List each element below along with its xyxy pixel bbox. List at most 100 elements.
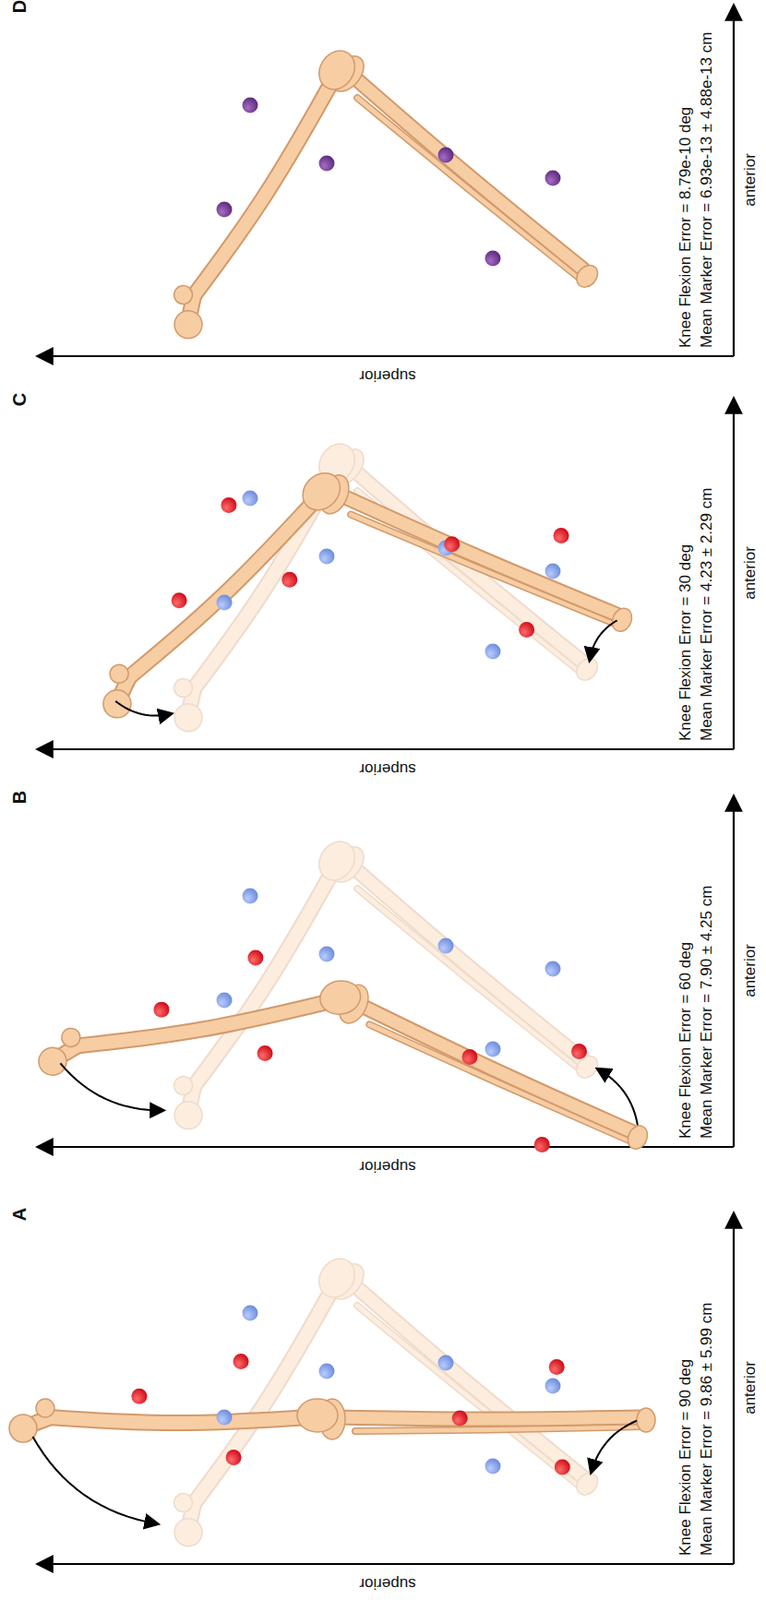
tibia-bone bbox=[314, 470, 640, 642]
model-marker bbox=[171, 592, 188, 609]
estimated-leg-pose bbox=[86, 465, 639, 724]
malleolus bbox=[572, 654, 602, 685]
fibula-outline bbox=[350, 510, 615, 628]
motion-arrow bbox=[115, 701, 171, 717]
tibia-outline bbox=[355, 1003, 633, 1134]
model-marker bbox=[461, 1049, 478, 1066]
fibula-outline bbox=[357, 94, 579, 281]
femur-bone bbox=[86, 465, 355, 724]
femur-outline bbox=[128, 498, 322, 683]
tibia-outline bbox=[348, 1281, 584, 1480]
model-marker bbox=[549, 1359, 565, 1376]
axis-label: superior bbox=[359, 759, 416, 778]
true-marker bbox=[438, 938, 455, 955]
greater-trochanter bbox=[170, 282, 197, 309]
panel-letter: B bbox=[9, 790, 30, 804]
panel-letter: C bbox=[9, 393, 30, 407]
error-label: Mean Marker Error = 4.23 ± 2.29 cm bbox=[697, 488, 717, 742]
error-label: Knee Flexion Error = 60 deg bbox=[676, 942, 695, 1139]
model-marker bbox=[571, 1043, 587, 1060]
matched-marker bbox=[319, 155, 336, 172]
femoral-condyle bbox=[295, 465, 348, 517]
tibia-outline bbox=[335, 493, 617, 617]
estimated-leg-pose bbox=[9, 1399, 656, 1443]
matched-marker bbox=[438, 147, 455, 164]
femoral-condyle bbox=[311, 835, 362, 887]
error-label: Knee Flexion Error = 8.79e-10 deg bbox=[676, 107, 695, 348]
greater-trochanter bbox=[170, 675, 197, 702]
axis-label: superior bbox=[359, 1574, 416, 1593]
axis-label: superior bbox=[359, 1157, 416, 1176]
panel-letter: D bbox=[9, 0, 30, 13]
greater-trochanter bbox=[59, 1027, 82, 1049]
femur-shaft bbox=[192, 77, 339, 300]
greater-trochanter bbox=[170, 1073, 197, 1100]
panel bbox=[34, 797, 734, 1160]
tibia-shaft bbox=[335, 493, 617, 617]
true-marker bbox=[485, 1459, 502, 1475]
model-marker bbox=[518, 622, 535, 638]
anterior-axis bbox=[732, 6, 735, 357]
femur-shaft bbox=[48, 1417, 311, 1424]
femur-bone bbox=[155, 1252, 371, 1553]
fibula-outline bbox=[357, 885, 579, 1072]
anterior-axis bbox=[732, 797, 735, 1148]
model-marker bbox=[220, 497, 237, 514]
femoral-condyle bbox=[297, 1399, 338, 1433]
true-marker bbox=[216, 993, 233, 1009]
tibia-bone bbox=[324, 1257, 609, 1506]
model-marker bbox=[452, 1410, 468, 1426]
true-marker bbox=[242, 490, 259, 507]
femoral-head bbox=[168, 1513, 207, 1552]
femur-outline bbox=[192, 1285, 339, 1509]
tibia-shaft bbox=[334, 1417, 639, 1420]
fibula-outline bbox=[357, 1302, 579, 1489]
model-marker bbox=[554, 1459, 571, 1475]
panel bbox=[38, 6, 734, 357]
true-marker bbox=[319, 946, 336, 963]
femur-shaft bbox=[76, 1000, 336, 1052]
femoral-head bbox=[36, 1045, 70, 1078]
greater-trochanter bbox=[170, 1490, 197, 1517]
femoral-head bbox=[168, 698, 207, 737]
true-marker bbox=[438, 1355, 455, 1372]
anterior-axis bbox=[732, 399, 735, 750]
tibia-bone bbox=[324, 49, 609, 298]
femur-outline bbox=[192, 77, 339, 300]
superior-axis bbox=[38, 1563, 734, 1566]
true-marker bbox=[242, 888, 259, 905]
tibia-shaft bbox=[355, 1003, 633, 1134]
fibula-shaft bbox=[357, 94, 579, 281]
true-marker bbox=[216, 1410, 233, 1426]
fibula-shaft bbox=[355, 1426, 641, 1432]
axis-label: superior bbox=[359, 366, 416, 385]
femoral-condyle bbox=[311, 44, 362, 96]
malleolus bbox=[609, 605, 636, 635]
greater-trochanter bbox=[106, 660, 132, 687]
motion-arrow bbox=[598, 1069, 638, 1126]
model-marker bbox=[247, 949, 264, 966]
femur-outline bbox=[48, 1417, 311, 1424]
true-marker bbox=[319, 549, 336, 565]
error-label: Mean Marker Error = 7.90 ± 4.25 cm bbox=[697, 885, 717, 1139]
tibia-bone bbox=[324, 840, 609, 1089]
true-marker bbox=[545, 563, 562, 580]
panel-letter: A bbox=[9, 1208, 30, 1221]
true-marker bbox=[485, 1041, 502, 1058]
true-marker bbox=[545, 961, 562, 978]
matched-marker bbox=[545, 170, 562, 187]
fibula-shaft bbox=[357, 1302, 579, 1489]
panel bbox=[38, 399, 734, 750]
matched-leg-pose bbox=[155, 44, 609, 345]
error-label: Mean Marker Error = 6.93e-13 ± 4.88e-13 … bbox=[697, 32, 717, 348]
malleolus bbox=[623, 1123, 651, 1153]
true-marker bbox=[545, 1378, 562, 1395]
femur-shaft bbox=[192, 868, 339, 1091]
femur-shaft bbox=[192, 1285, 339, 1509]
matched-marker bbox=[216, 202, 233, 218]
tibia-bone bbox=[319, 1399, 656, 1440]
motion-arrow bbox=[33, 1436, 158, 1525]
